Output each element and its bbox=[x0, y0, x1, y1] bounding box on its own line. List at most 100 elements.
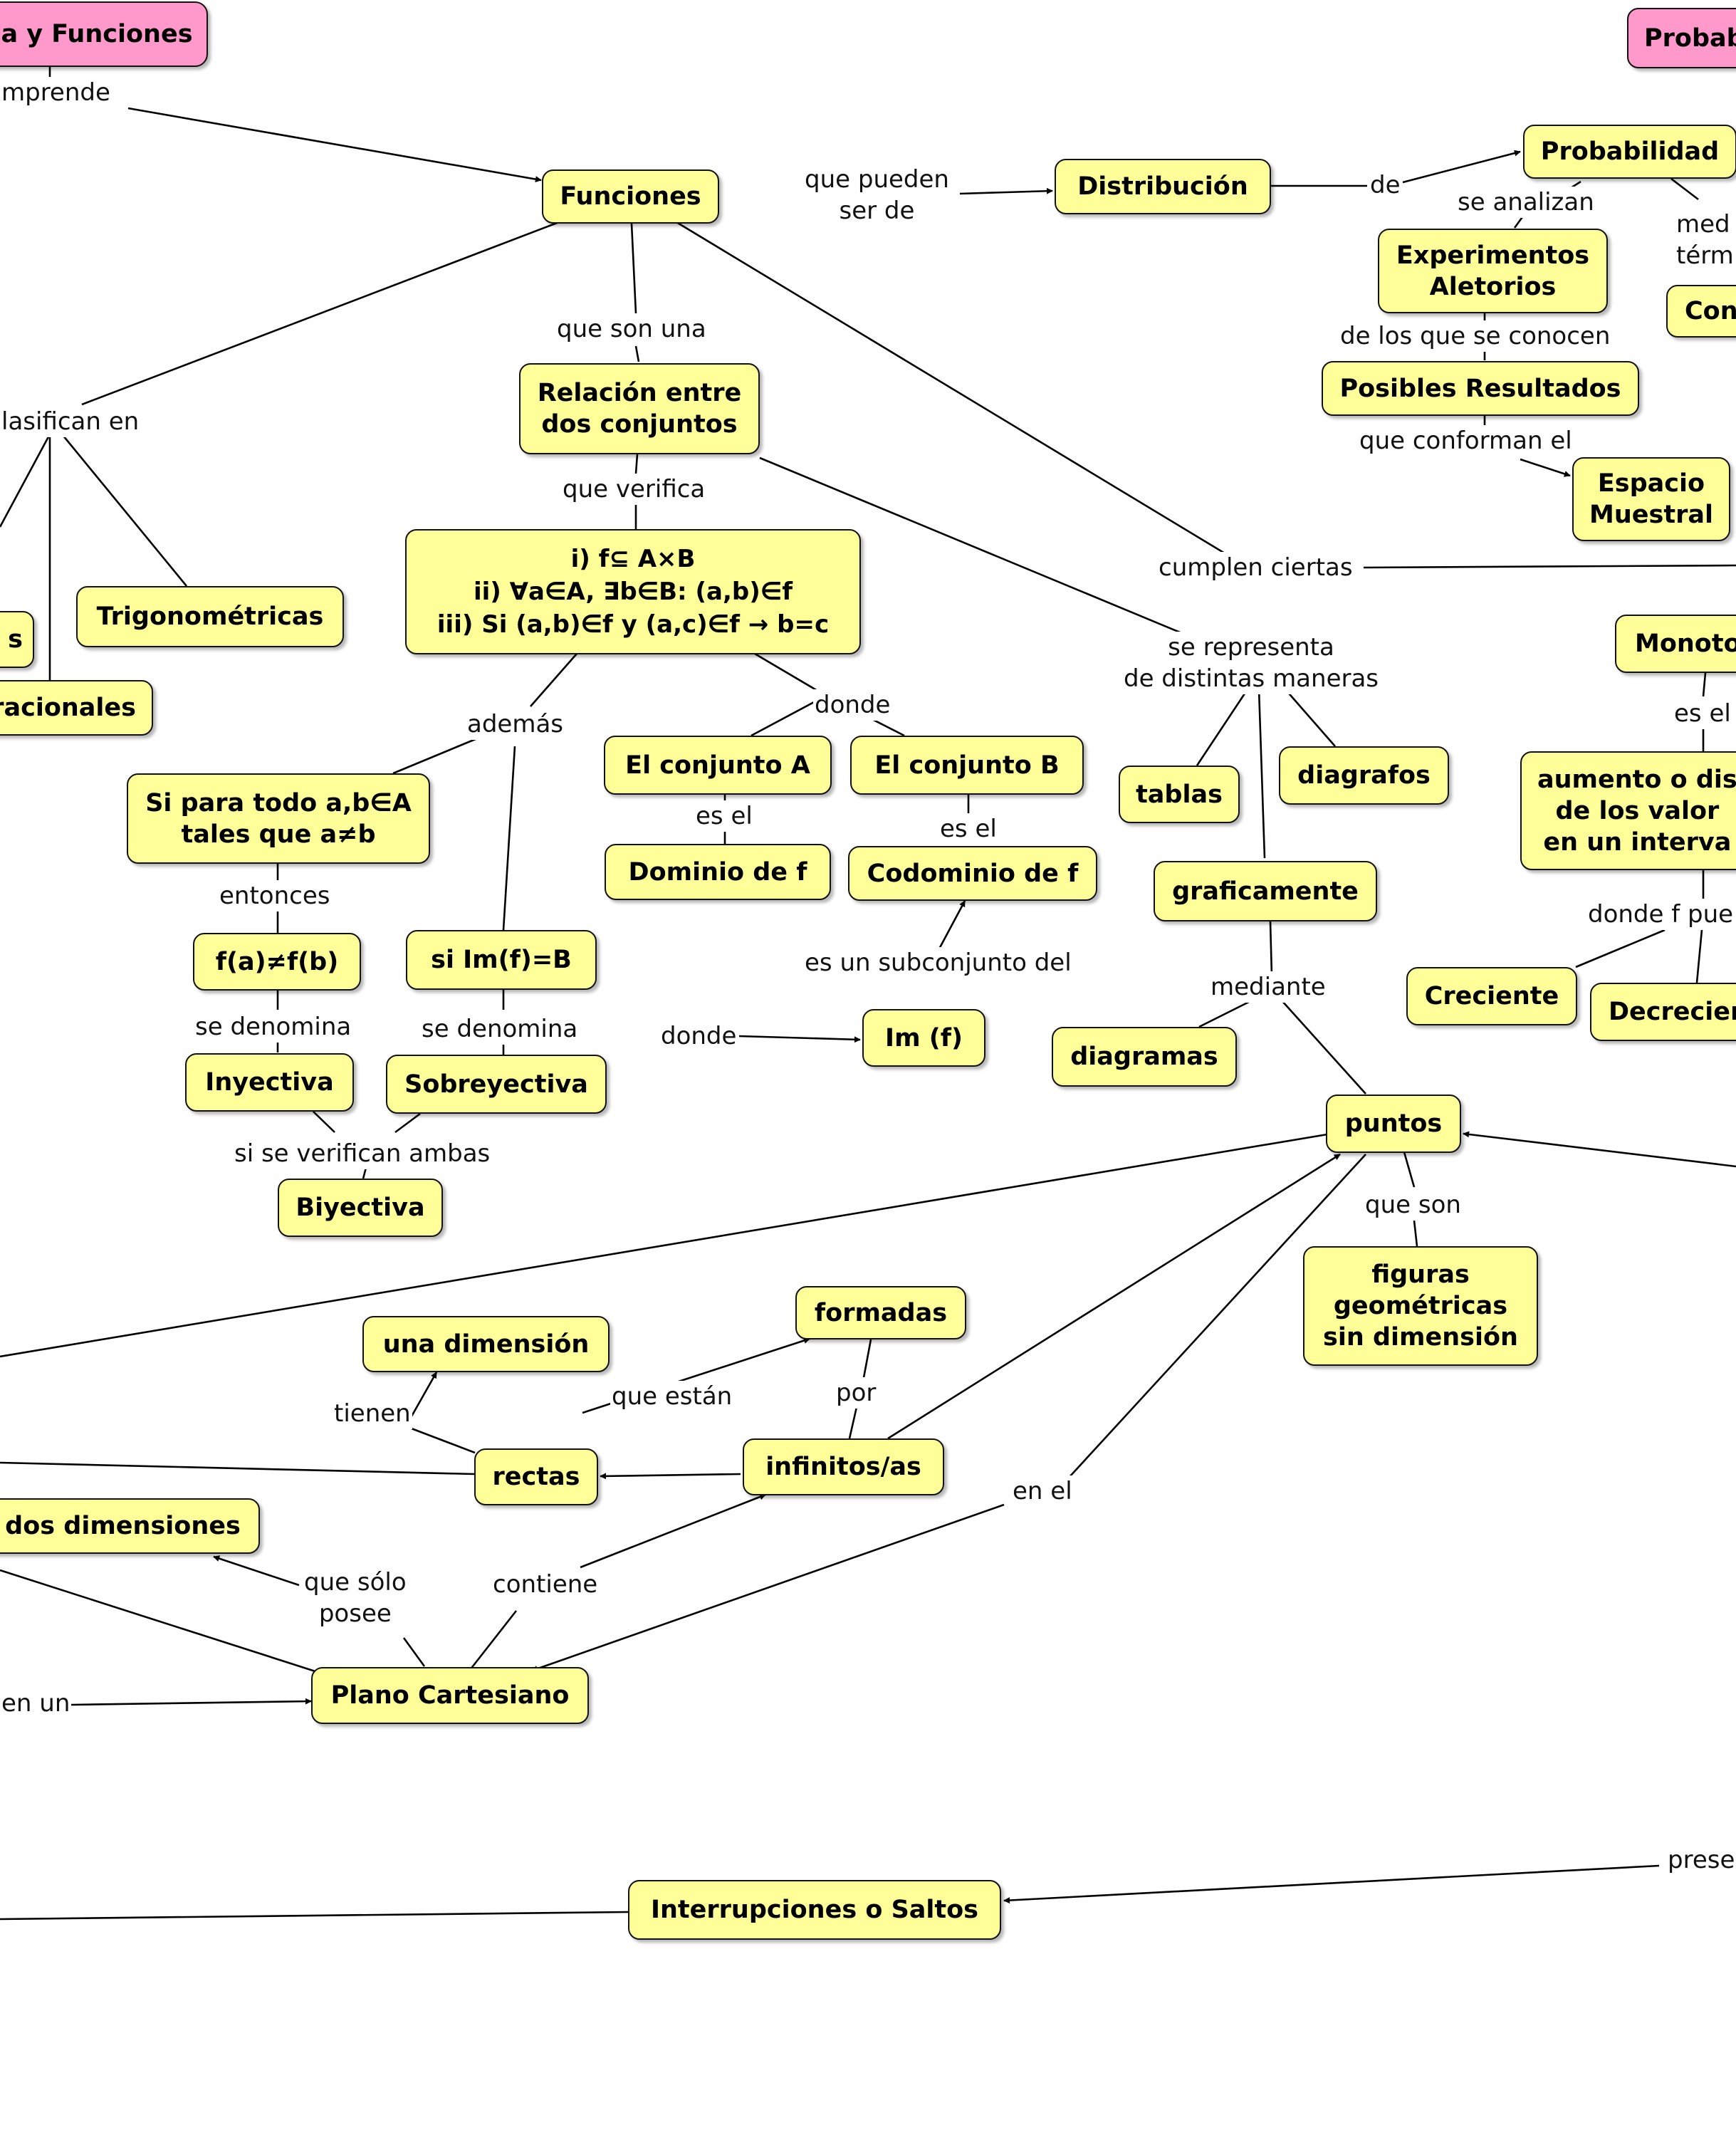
node-experimentos[interactable]: Experimentos Aletorios bbox=[1378, 229, 1608, 313]
label-entonces: entonces bbox=[218, 880, 332, 911]
connector-line bbox=[0, 431, 53, 528]
label-se-denomina-1: se denomina bbox=[194, 1011, 353, 1043]
label-de-los-que: de los que se conocen bbox=[1339, 320, 1612, 352]
connector-line bbox=[1670, 177, 1699, 201]
node-decreciente[interactable]: Decrecien bbox=[1590, 983, 1736, 1041]
arrow-connector bbox=[1003, 1864, 1660, 1904]
arrow-connector bbox=[127, 107, 542, 183]
node-algebra-funciones[interactable]: a y Funciones bbox=[0, 1, 208, 67]
node-inyectiva[interactable]: Inyectiva bbox=[185, 1053, 354, 1112]
node-si-para-todo[interactable]: Si para todo a,b∈A tales que a≠b bbox=[127, 773, 430, 864]
label-que-son: que son bbox=[1364, 1189, 1463, 1221]
node-rectas[interactable]: rectas bbox=[474, 1448, 598, 1505]
arrow-connector bbox=[580, 1493, 766, 1569]
node-conjunto-b[interactable]: El conjunto B bbox=[850, 736, 1084, 795]
label-se-analizan: se analizan bbox=[1456, 187, 1596, 218]
node-con[interactable]: Con bbox=[1666, 285, 1736, 338]
node-una-dimension[interactable]: una dimensión bbox=[362, 1316, 610, 1372]
label-si-verifican: si se verifican ambas bbox=[233, 1138, 492, 1169]
connector-line bbox=[630, 223, 637, 314]
connector-line bbox=[1413, 1220, 1418, 1247]
node-graficamente[interactable]: graficamente bbox=[1154, 861, 1377, 921]
node-interrupciones[interactable]: Interrupciones o Saltos bbox=[628, 1880, 1001, 1940]
node-dos-dimensiones[interactable]: dos dimensiones bbox=[0, 1498, 260, 1554]
arrow-connector bbox=[70, 1698, 312, 1706]
label-donde-2: donde bbox=[659, 1020, 738, 1052]
label-que-son-una: que son una bbox=[555, 313, 708, 345]
label-se-representa: se representa de distintas maneras bbox=[1122, 632, 1381, 694]
connector-line bbox=[502, 746, 516, 931]
connector-line bbox=[634, 454, 639, 474]
node-racionales[interactable]: racionales bbox=[0, 680, 153, 736]
node-im[interactable]: Im (f) bbox=[862, 1009, 985, 1067]
node-tablas[interactable]: tablas bbox=[1119, 766, 1240, 823]
connector-line bbox=[0, 1461, 475, 1475]
connector-line bbox=[0, 1911, 629, 1921]
node-conjunto-a[interactable]: El conjunto A bbox=[604, 736, 832, 795]
label-que-conforman: que conforman el bbox=[1358, 425, 1574, 456]
label-que-solo: que sólo posee bbox=[303, 1567, 408, 1629]
label-que-verifica: que verifica bbox=[561, 474, 707, 505]
node-fa-distinto-fb[interactable]: f(a)≠f(b) bbox=[193, 933, 361, 991]
node-espacio-muestral[interactable]: Espacio Muestral bbox=[1572, 457, 1730, 541]
node-distribucion[interactable]: Distribución bbox=[1055, 159, 1271, 214]
label-que-pueden: que pueden ser de bbox=[803, 164, 951, 226]
node-sobreyectiva[interactable]: Sobreyectiva bbox=[386, 1055, 607, 1114]
node-plano-cartesiano[interactable]: Plano Cartesiano bbox=[311, 1667, 589, 1724]
connector-line bbox=[754, 652, 827, 697]
node-formadas[interactable]: formadas bbox=[795, 1286, 966, 1339]
node-posibles-resultados[interactable]: Posibles Resultados bbox=[1322, 361, 1639, 416]
label-ademas: además bbox=[466, 709, 565, 740]
node-creciente[interactable]: Creciente bbox=[1406, 967, 1577, 1025]
label-se-denomina-2: se denomina bbox=[420, 1013, 580, 1045]
node-si-im[interactable]: si Im(f)=B bbox=[406, 930, 597, 990]
connector-line bbox=[1695, 929, 1703, 983]
arrow-connector bbox=[959, 187, 1053, 195]
label-prese: prese bbox=[1666, 1844, 1736, 1876]
node-probabilidad-root[interactable]: Probab bbox=[1627, 8, 1736, 68]
label-es-el-b: es el bbox=[938, 813, 998, 845]
node-funciones[interactable]: Funciones bbox=[542, 169, 719, 224]
connector-line bbox=[1575, 929, 1666, 968]
node-diagrafos[interactable]: diagrafos bbox=[1279, 746, 1449, 805]
arrow-connector bbox=[213, 1555, 300, 1587]
node-puntos[interactable]: puntos bbox=[1326, 1095, 1461, 1153]
label-contiene: contiene bbox=[491, 1569, 600, 1600]
connector-line bbox=[1269, 921, 1273, 976]
connector-line bbox=[1285, 689, 1336, 747]
label-donde-f: donde f pue bbox=[1586, 899, 1735, 930]
node-relacion[interactable]: Relación entre dos conjuntos bbox=[519, 363, 760, 454]
node-diagramas[interactable]: diagramas bbox=[1052, 1027, 1237, 1087]
node-condiciones[interactable]: i) f⊆ A×B ii) ∀a∈A, ∃b∈B: (a,b)∈f iii) S… bbox=[405, 529, 861, 654]
node-infinitos[interactable]: infinitos/as bbox=[743, 1438, 944, 1495]
connector-line bbox=[1702, 672, 1707, 697]
node-dominio[interactable]: Dominio de f bbox=[605, 844, 831, 900]
node-figuras[interactable]: figuras geométricas sin dimensión bbox=[1303, 1246, 1538, 1366]
label-es-el-m: es el bbox=[1673, 698, 1732, 729]
label-donde-1: donde bbox=[813, 689, 892, 721]
node-monotonia[interactable]: Monoto bbox=[1615, 615, 1736, 673]
label-med: med térm bbox=[1675, 209, 1735, 271]
arrow-connector bbox=[936, 900, 966, 954]
node-trigonometricas[interactable]: Trigonométricas bbox=[76, 586, 344, 647]
label-en-el: en el bbox=[1011, 1475, 1074, 1507]
arrow-connector bbox=[1402, 150, 1521, 184]
connector-line bbox=[1281, 1000, 1366, 1095]
connector-line bbox=[469, 1610, 518, 1671]
node-truncated-s[interactable]: s bbox=[0, 611, 34, 668]
node-biyectiva[interactable]: Biyectiva bbox=[278, 1179, 443, 1237]
connector-line bbox=[1198, 999, 1253, 1028]
connector-line bbox=[392, 736, 481, 775]
label-tienen: tienen bbox=[333, 1398, 412, 1429]
connector-line bbox=[58, 431, 188, 587]
node-codominio[interactable]: Codominio de f bbox=[848, 846, 1097, 901]
label-comprende: mprende bbox=[0, 77, 112, 108]
arrow-connector bbox=[887, 1153, 1341, 1440]
node-probabilidad[interactable]: Probabilidad bbox=[1523, 125, 1736, 179]
connector-line bbox=[1196, 689, 1249, 766]
connector-line bbox=[862, 1339, 872, 1382]
node-aumento[interactable]: aumento o dis de los valor en un interva bbox=[1520, 751, 1736, 870]
connector-line bbox=[313, 1111, 335, 1133]
label-mediante: mediante bbox=[1209, 971, 1327, 1003]
